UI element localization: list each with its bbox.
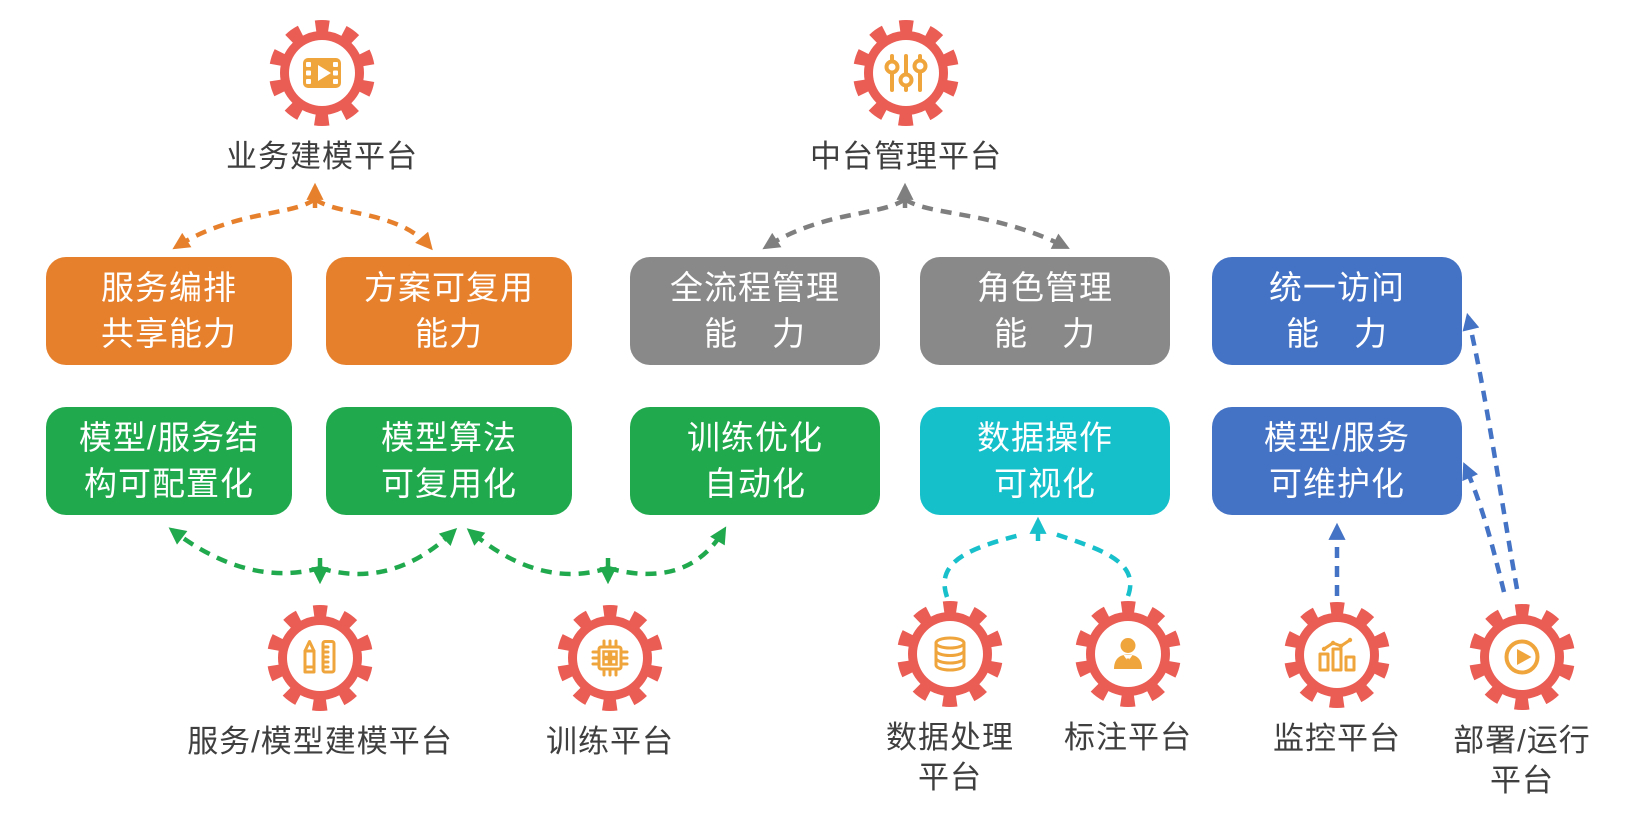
arrow-business-modeling-to-solution-reuse xyxy=(313,197,433,251)
arrow-annotation-to-data-ops xyxy=(1051,530,1133,597)
arrow-service-model-platform-to-algorithm-reuse xyxy=(319,528,458,577)
gear-icon xyxy=(1075,601,1181,707)
chip-icon xyxy=(591,639,629,677)
arrow-business-modeling-to-service-orchestration xyxy=(172,197,317,250)
database-icon xyxy=(934,636,966,672)
gear-icon xyxy=(557,605,663,711)
platform-label: 业务建模平台 xyxy=(226,139,418,174)
platform-label: 数据处理 平台 xyxy=(886,720,1014,796)
person-icon xyxy=(1114,638,1142,669)
arrow-training-platform-to-algorithm-reuse xyxy=(466,528,609,577)
arrow-deploy-run-to-unified-access xyxy=(1462,312,1520,590)
bar-chart-icon xyxy=(1318,637,1356,672)
platform-monitoring: 监控平台 xyxy=(1172,597,1502,759)
capability-box-unified-access: 统一访问 能 力 xyxy=(1212,257,1462,365)
gear-icon xyxy=(897,601,1003,707)
arrow-midplatform-to-process-mgmt xyxy=(762,197,907,250)
platform-business-modeling: 业务建模平台 xyxy=(157,15,487,177)
gear-icon xyxy=(1469,604,1575,710)
capability-box-role-mgmt: 角色管理 能 力 xyxy=(920,257,1170,365)
capability-box-training-optimization: 训练优化 自动化 xyxy=(630,407,880,515)
platform-label: 中台管理平台 xyxy=(810,139,1002,174)
platform-deploy-run: 部署/运行 平台 xyxy=(1357,599,1629,802)
arrow-midplatform-to-role-mgmt xyxy=(903,197,1070,250)
arrow-service-model-platform-to-configurable xyxy=(168,527,321,576)
film-icon xyxy=(303,58,341,88)
capability-box-model-service-maintainable: 模型/服务 可维护化 xyxy=(1212,407,1462,515)
arrow-data-processing-to-data-ops xyxy=(942,531,1025,598)
platform-label: 部署/运行 平台 xyxy=(1453,723,1591,799)
platform-training: 训练平台 xyxy=(445,600,775,762)
platform-data-processing: 数据处理 平台 xyxy=(785,596,1115,799)
platform-annotation: 标注平台 xyxy=(963,596,1293,758)
gear-icon xyxy=(853,20,959,126)
capability-box-data-ops-visualization: 数据操作 可视化 xyxy=(920,407,1170,515)
platform-label: 标注平台 xyxy=(1064,720,1192,755)
gear-icon xyxy=(267,605,373,711)
capability-box-service-orchestration: 服务编排 共享能力 xyxy=(46,257,292,365)
arrow-deploy-run-to-maintainable xyxy=(1462,462,1507,593)
capability-box-full-process-mgmt: 全流程管理 能 力 xyxy=(630,257,880,365)
gear-icon xyxy=(269,20,375,126)
gear-icon xyxy=(1284,602,1390,708)
play-icon xyxy=(1504,639,1540,675)
platform-label: 服务/模型建模平台 xyxy=(187,724,453,759)
platform-label: 训练平台 xyxy=(546,724,674,759)
platform-service-model-modeling: 服务/模型建模平台 xyxy=(155,600,485,762)
arrow-training-platform-to-training-optimization xyxy=(607,526,727,577)
platform-label: 监控平台 xyxy=(1273,721,1401,756)
capability-box-model-service-configurable: 模型/服务结 构可配置化 xyxy=(46,407,292,515)
capability-box-model-algorithm-reuse: 模型算法 可复用化 xyxy=(326,407,572,515)
capability-box-solution-reuse: 方案可复用 能力 xyxy=(326,257,572,365)
pencil-ruler-icon xyxy=(303,640,336,674)
platform-midplatform-mgmt: 中台管理平台 xyxy=(741,15,1071,177)
sliders-icon xyxy=(884,54,928,92)
